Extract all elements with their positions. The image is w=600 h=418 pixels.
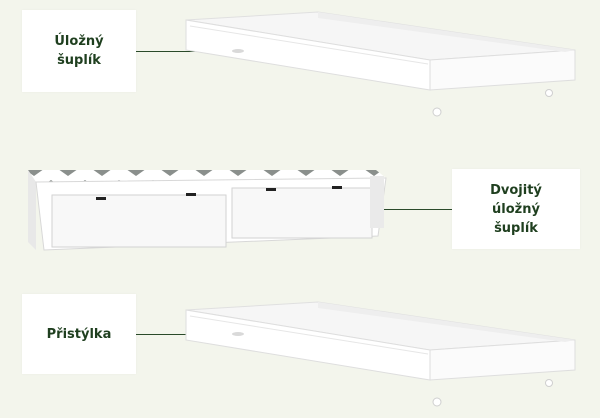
storage-drawer-image (185, 11, 576, 117)
extra-bed-image (185, 301, 576, 407)
label-extra-bed-text: Přistýlka (46, 326, 112, 342)
label-storage-drawer: Úložný šuplík (22, 10, 136, 92)
label-double-storage-drawer: Dvojitý úložný šuplík (452, 169, 580, 249)
pointer-line-extra-bed (136, 334, 234, 335)
pointer-line-double-drawer (362, 209, 452, 210)
double-storage-drawer-image (28, 170, 387, 251)
pointer-line-storage-drawer (136, 51, 234, 52)
label-double-storage-drawer-text: Dvojitý úložný šuplík (490, 182, 542, 236)
label-extra-bed: Přistýlka (22, 294, 136, 374)
label-storage-drawer-text: Úložný šuplík (54, 34, 104, 68)
